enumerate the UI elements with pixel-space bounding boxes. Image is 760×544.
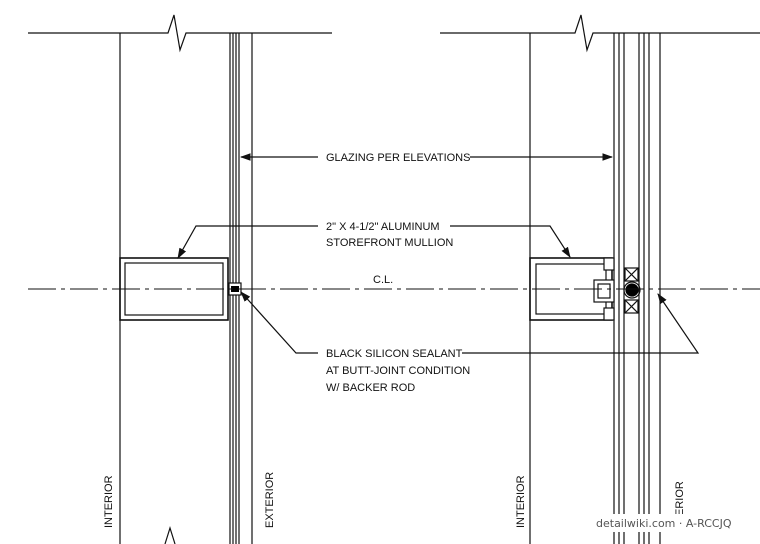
exterior-label-right: ERIOR <box>674 481 686 516</box>
right-backer-rod-ring <box>623 281 641 299</box>
right-glazing-stop-top <box>603 257 615 271</box>
left-backer-rod <box>231 286 239 292</box>
exterior-label-left: EXTERIOR <box>264 472 276 528</box>
right-spacer-top <box>624 267 639 282</box>
watermark-text: detailwiki.com · A-RCCJQ <box>596 517 732 530</box>
glazing-label: GLAZING PER ELEVATIONS <box>326 152 470 164</box>
right-spacer-top-x <box>624 267 639 282</box>
sealant-leader-right <box>462 293 700 354</box>
sealant-label-line-1: BLACK SILICON SEALANT <box>326 348 463 360</box>
right-pressure-plate <box>593 279 615 303</box>
right-spacer-bottom-x <box>624 299 639 314</box>
interior-label-right: INTERIOR <box>515 475 527 528</box>
sealant-label-line-3: W/ BACKER ROD <box>326 382 415 394</box>
centerline-label: C.L. <box>373 274 393 286</box>
right-detail <box>440 14 760 544</box>
mullion-label-line-1: 2" X 4-1/2" ALUMINUM <box>326 221 440 233</box>
left-detail <box>28 14 332 544</box>
left-top-break-line <box>28 14 332 53</box>
mullion-leader-left <box>177 225 318 259</box>
sealant-label-line-2: AT BUTT-JOINT CONDITION <box>326 365 470 377</box>
left-bottom-break-mark <box>164 525 176 544</box>
right-backer-rod <box>625 283 639 297</box>
watermark-backdrop <box>590 514 752 532</box>
right-top-break-line <box>440 14 760 53</box>
mullion-label-line-2: STOREFRONT MULLION <box>326 237 453 249</box>
right-pressure-plate-inner <box>597 283 611 299</box>
sealant-leader-left <box>240 291 318 354</box>
mullion-leader-right <box>450 225 571 258</box>
interior-label-left: INTERIOR <box>103 475 115 528</box>
right-spacer-bottom <box>624 299 639 314</box>
right-glazing-stop-bottom <box>603 307 615 321</box>
